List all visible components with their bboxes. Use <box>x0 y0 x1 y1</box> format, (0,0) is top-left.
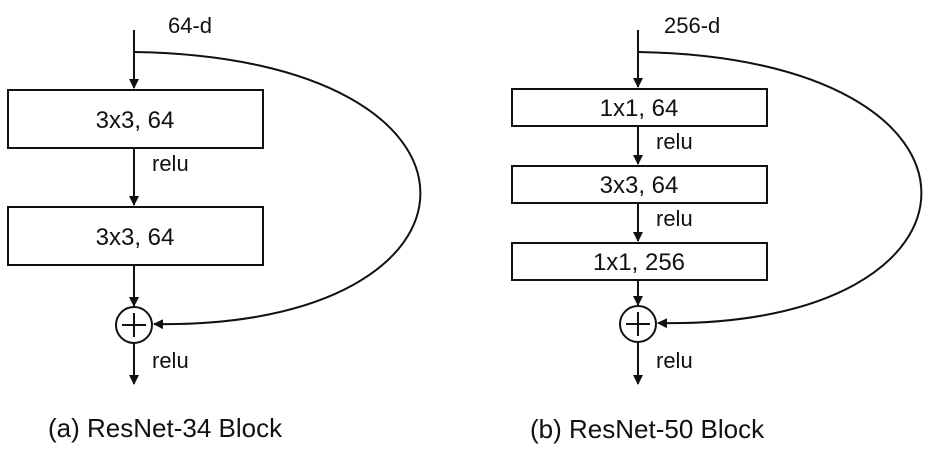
panel-b-layer-2: 3x3, 64 <box>511 165 768 204</box>
panel-b-layer-3-label: 1x1, 256 <box>593 249 685 276</box>
panel-a-resnet34-block: 64-d 3x3, 64 relu 3x3, 64 relu (a) Re <box>7 13 422 443</box>
panel-b-caption: (b) ResNet-50 Block <box>530 414 765 444</box>
panel-b-add-node <box>619 305 657 343</box>
panel-a-add-node <box>115 306 153 344</box>
panel-a-layer-1: 3x3, 64 <box>7 89 264 149</box>
panel-a-layer-2-box <box>7 206 264 266</box>
panel-b-layer-3-box <box>511 242 768 281</box>
panel-a-relu-1: relu <box>152 151 189 176</box>
panel-b-layer-1-label: 1x1, 64 <box>600 95 679 122</box>
panel-b-skip-connection <box>637 51 923 329</box>
panel-a-skip-connection <box>133 51 422 330</box>
panel-b-layer-2-box <box>511 165 768 204</box>
panel-a-input-label: 64-d <box>168 13 212 38</box>
panel-b-layer-2-label: 3x3, 64 <box>600 172 679 199</box>
panel-a-caption: (a) ResNet-34 Block <box>48 413 283 443</box>
panel-b-input-label: 256-d <box>664 13 720 38</box>
panel-b-relu-1: relu <box>656 129 693 154</box>
panel-a-layer-2: 3x3, 64 <box>7 206 264 266</box>
panel-a-layer-1-label: 3x3, 64 <box>96 107 175 134</box>
panel-b-relu-2: relu <box>656 206 693 231</box>
panel-a-relu-out: relu <box>152 348 189 373</box>
panel-b-layer-1: 1x1, 64 <box>511 88 768 127</box>
panel-b-layer-1-box <box>511 88 768 127</box>
panel-a-layer-1-box <box>7 89 264 149</box>
panel-b-relu-out: relu <box>656 348 693 373</box>
panel-b-resnet50-block: 256-d 1x1, 64 relu 3x3, 64 relu 1x1, 256 <box>511 13 923 444</box>
panel-a-layer-2-label: 3x3, 64 <box>96 224 175 251</box>
panel-b-layer-3: 1x1, 256 <box>511 242 768 281</box>
